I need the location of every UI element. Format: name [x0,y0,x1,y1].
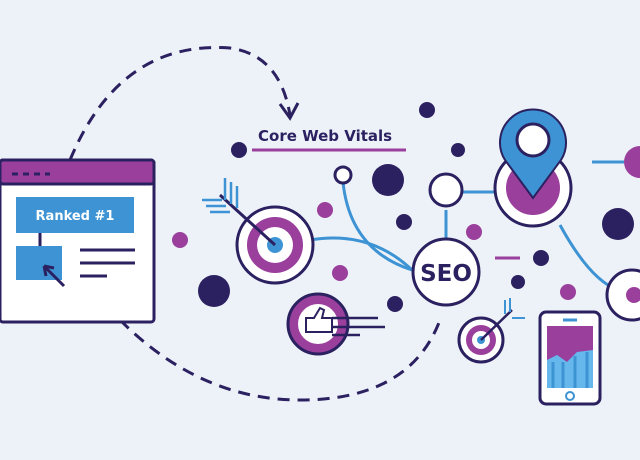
location-pin-icon [493,108,573,228]
seo-label: SEO [420,261,472,287]
browser-window: Ranked #1 [0,158,156,324]
node [428,172,464,208]
node [605,268,640,322]
dot [626,287,640,303]
cursor-icon [42,264,66,288]
thumbs-up-icon [286,292,385,356]
target-icon [202,178,315,285]
title: Core Web Vitals [258,127,392,145]
dashed-arc-bottom [118,318,442,402]
node [333,165,353,185]
seo-hub: SEO [411,237,481,307]
ranked-badge-label: Ranked #1 [36,209,115,224]
dot [624,146,640,178]
decorative-dots [172,102,634,312]
dashed-arc-top [68,46,292,161]
phone-icon [538,310,602,406]
clicked-image-icon [16,246,62,280]
small-target-icon [457,298,525,364]
arrow-head-icon [278,102,300,121]
ranked-badge [16,197,134,233]
